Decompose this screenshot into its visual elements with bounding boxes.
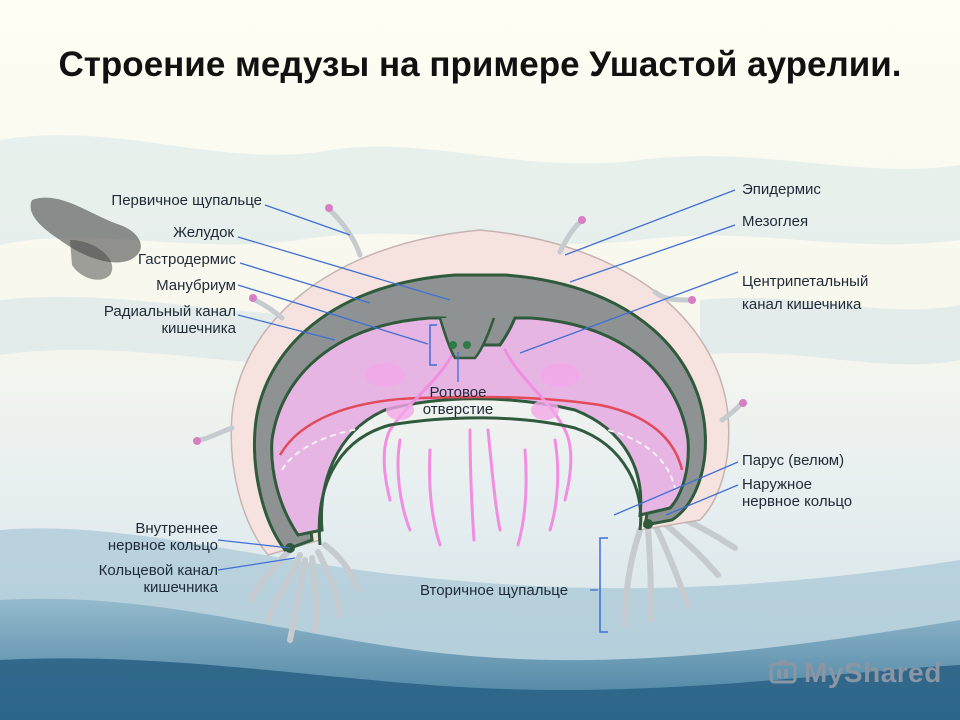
label-centripetal-canal: Центрипетальный канал кишечника [742, 273, 869, 313]
oral-arms [382, 348, 573, 547]
label-velum: Парус (велюм) [742, 452, 845, 469]
mouth-opening [449, 341, 471, 349]
label-mouth: Ротовое отверстие [422, 384, 494, 418]
label-secondary-tentacle: Вторичное щупальце [420, 582, 569, 599]
label-outer-nerve-ring: Наружное нервное кольцо [742, 476, 853, 510]
secondary-tentacles-left [247, 542, 361, 643]
label-radial-canal: Радиальный канал кишечника [103, 303, 236, 337]
logo-text: MyShared [804, 657, 942, 688]
label-manubrium: Манубриум [156, 277, 236, 294]
label-primary-tentacle: Первичное щупальце [111, 192, 262, 209]
label-inner-nerve-ring: Внутреннее нервное кольцо [107, 520, 218, 554]
leader-lines [217, 189, 739, 591]
ring-canal-line [278, 395, 684, 471]
label-mesoglea: Мезоглея [742, 213, 809, 230]
lower-arch [317, 416, 643, 546]
label-stomach: Желудок [173, 224, 234, 241]
marginal-tentacles-top [197, 207, 743, 443]
label-ring-canal: Кольцевой канал кишечника [98, 562, 218, 596]
page-title: Строение медузы на примере Ушастой аурел… [58, 45, 902, 84]
myshared-logo: MyShared [768, 655, 942, 691]
myshared-logo-icon [769, 660, 797, 684]
label-epidermis: Эпидермис [742, 181, 821, 198]
gonad-frills [365, 363, 580, 420]
label-gastrodermis: Гастродермис [138, 251, 236, 268]
